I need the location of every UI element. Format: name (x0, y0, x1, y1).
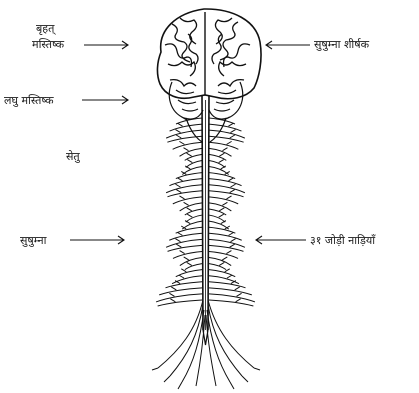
spinal-nerve-left (185, 208, 202, 215)
label-arrows (70, 41, 310, 244)
spinal-nerve-right (209, 287, 252, 295)
spinal-nerve-left (170, 123, 202, 131)
spinal-nerve-left (173, 141, 202, 149)
spinal-nerve-right (209, 117, 235, 124)
spinal-cord-drawing (202, 96, 209, 345)
spinal-nerve-right (209, 196, 238, 204)
spinal-nerve-left (173, 196, 202, 204)
spinal-nerve-left (185, 262, 202, 269)
spinal-nerve-right (209, 232, 242, 240)
cerebellum-label: लघु मस्तिष्क (4, 94, 54, 107)
spinal-nerve-left (176, 117, 202, 124)
spinal-nerve-right (209, 226, 235, 233)
spinal-nerve-right (209, 171, 235, 178)
spinal-nerve-left (169, 178, 202, 186)
spinal-nerve-left (159, 287, 202, 295)
spinal-nerve-left (185, 153, 202, 160)
spinal-nerve-right (209, 153, 226, 160)
spinal-nerve-right (209, 214, 225, 222)
spinal-nerve-right (209, 262, 226, 269)
spinal-nerve-left (176, 226, 202, 233)
spinal-nerve-right (209, 281, 246, 288)
spinal-nerve-right (209, 251, 238, 259)
spinal-nerves-label: ३१ जोड़ी नाड़ियाँ (310, 234, 375, 247)
spinal-nerve-right (209, 123, 241, 131)
medulla-label: सुषुम्ना शीर्षक (314, 38, 369, 51)
cerebrum-drawing (157, 9, 261, 99)
spinal-nerve-right (209, 208, 226, 215)
cerebrum-label-line1: बृहत् (36, 22, 54, 35)
spinal-nerve-left (176, 171, 202, 178)
spinal-nerve-right (209, 141, 238, 149)
spinal-nerve-left (186, 160, 202, 168)
spinal-cord-label: सुषुम्ना (20, 234, 46, 247)
spinal-nerve-right (209, 160, 225, 168)
spinal-nerve-right (209, 178, 242, 186)
spinal-nerve-left (173, 251, 202, 259)
spinal-nerve-left (169, 232, 202, 240)
spinal-nerve-left (186, 214, 202, 222)
spinal-nerve-left (165, 281, 202, 288)
cerebrum-label-line2: मस्तिष्क (32, 38, 64, 51)
pons-label: सेतु (66, 150, 80, 163)
